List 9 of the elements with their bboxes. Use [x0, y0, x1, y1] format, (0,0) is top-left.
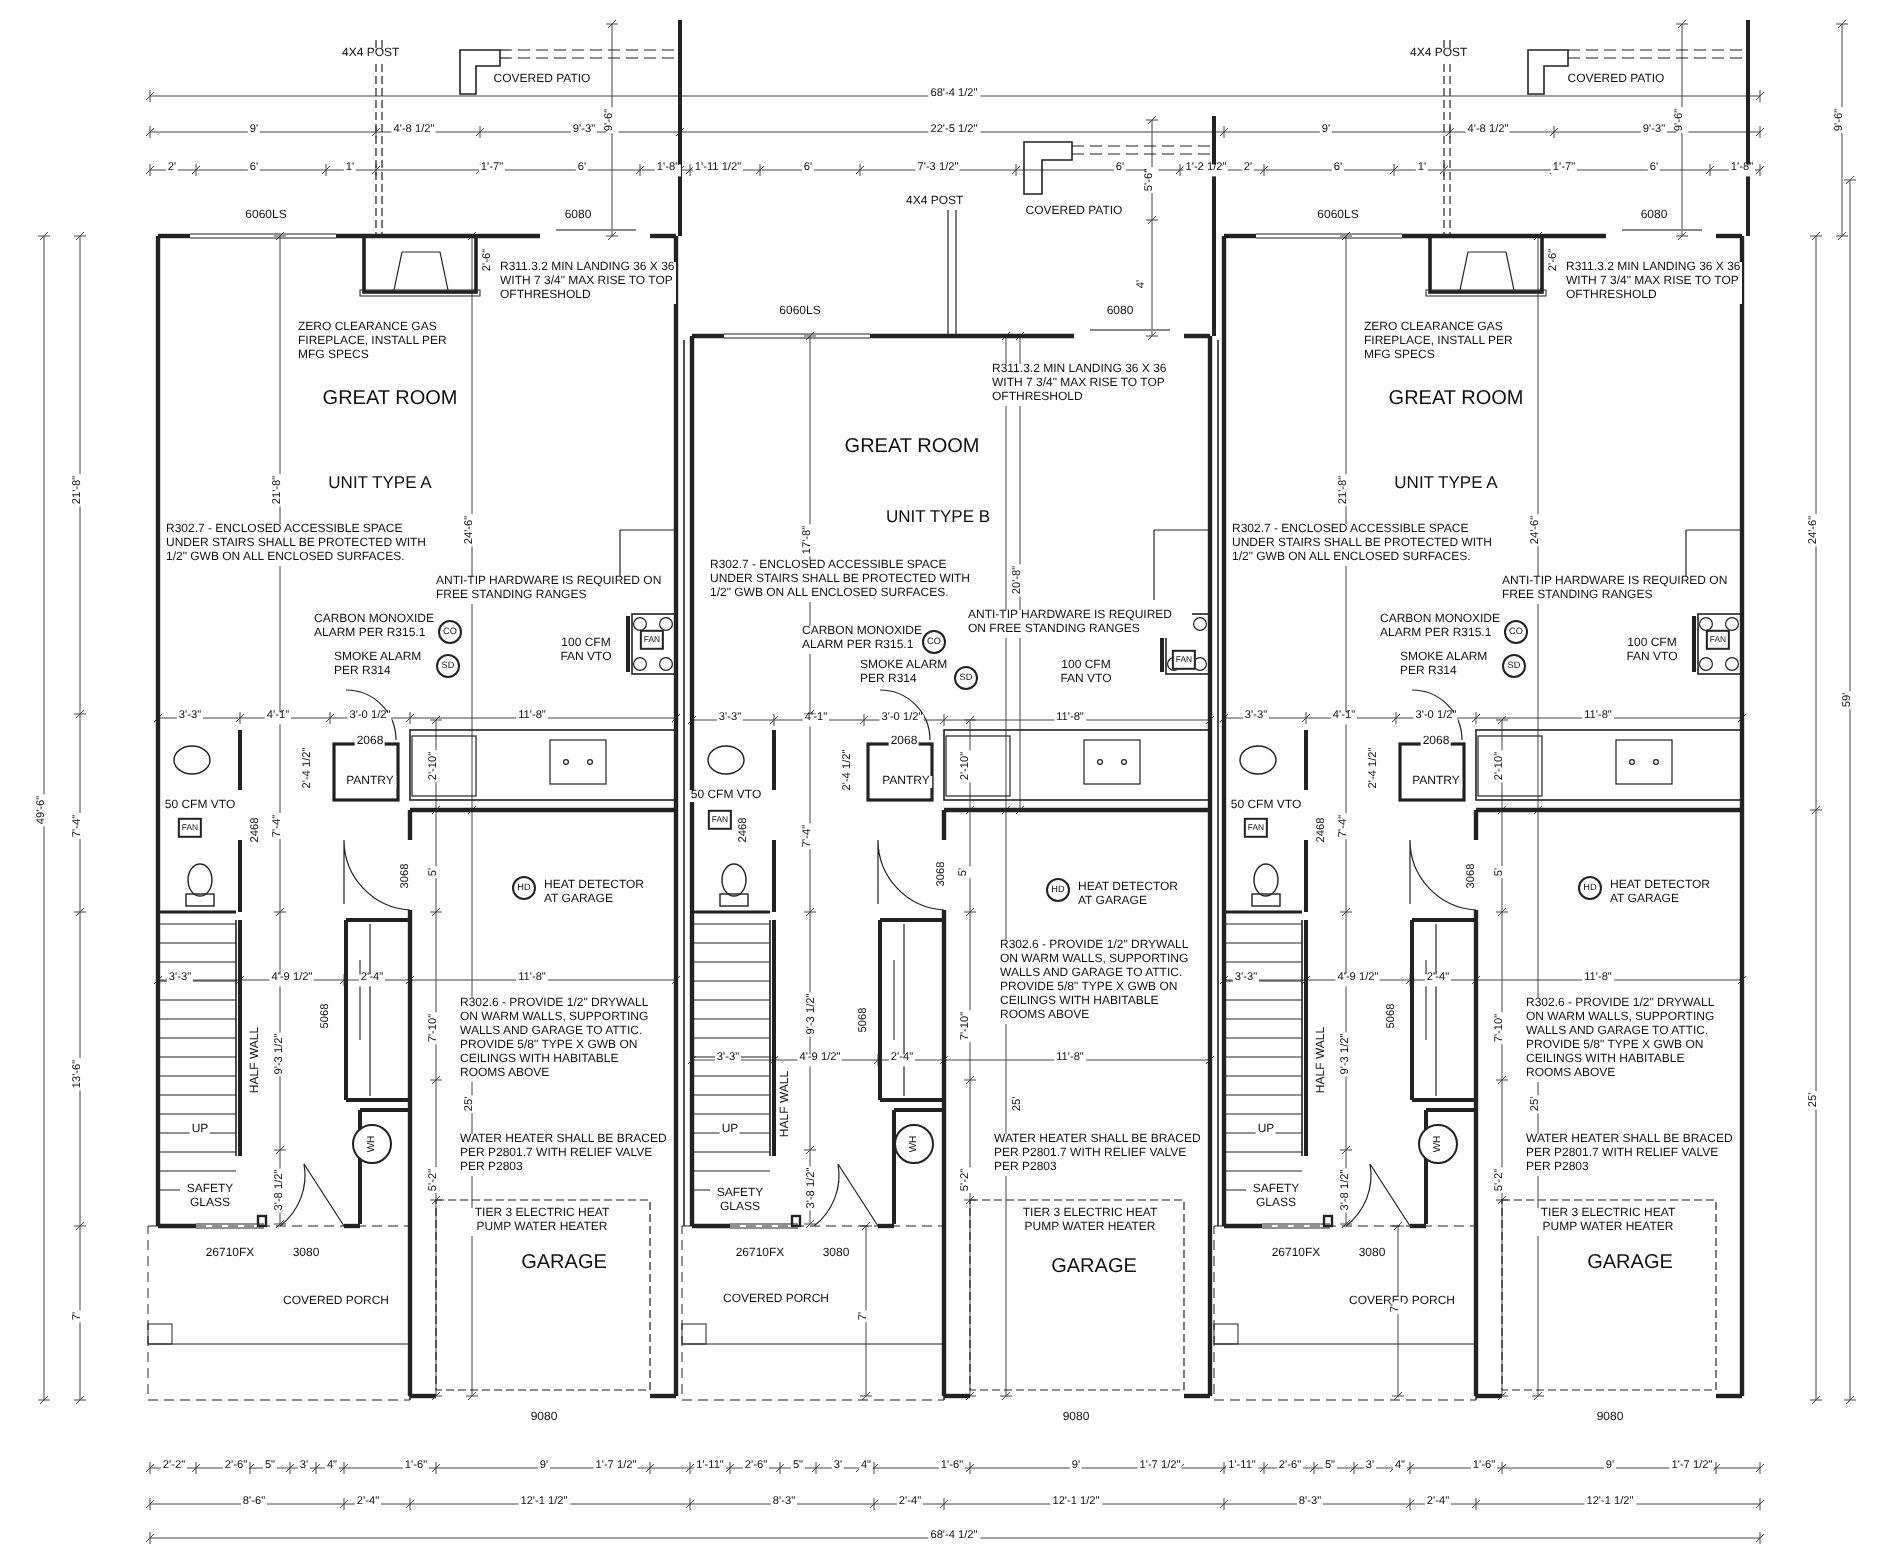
room-name: GREAT ROOM [844, 438, 980, 458]
room-name: GREAT ROOM [1388, 390, 1524, 410]
unit-type-label: UNIT TYPE B [885, 507, 991, 525]
unit-type-label: UNIT TYPE A [1394, 473, 1498, 491]
room-name: GREAT ROOM [322, 390, 458, 410]
room-name: GARAGE [521, 1254, 607, 1274]
unit-type-label: UNIT TYPE A [328, 473, 432, 491]
room-name: GARAGE [1587, 1254, 1673, 1274]
room-name: GARAGE [1051, 1258, 1137, 1278]
